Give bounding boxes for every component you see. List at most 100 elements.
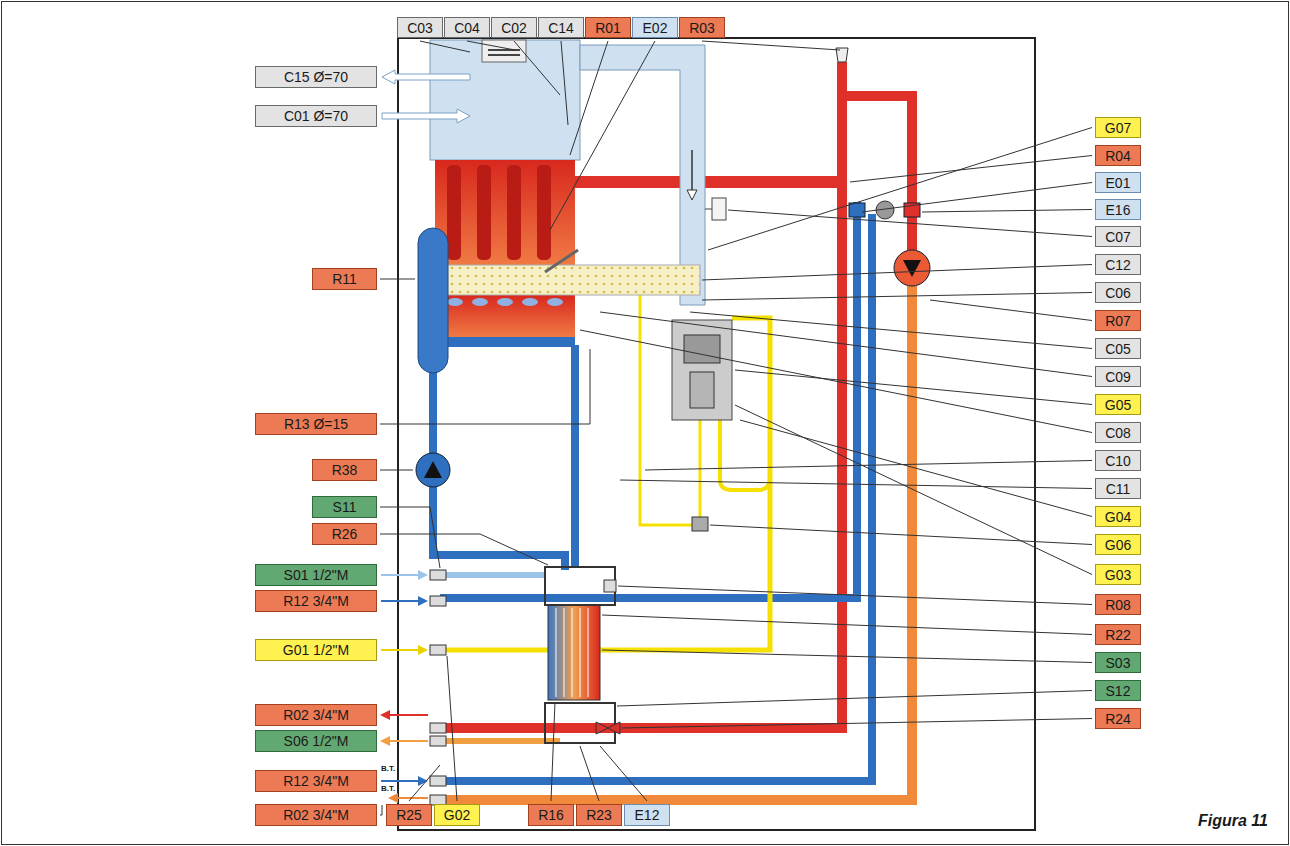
- flow-arrow: [382, 109, 470, 123]
- callout-number: E16: [1106, 203, 1131, 217]
- callout-label: G07: [1095, 117, 1141, 138]
- leader-line: [735, 405, 1092, 575]
- callout-label: R13 Ø=15: [255, 413, 377, 435]
- callout-label: R12 3/4"M: [255, 770, 377, 792]
- callout-number: R02 3/4"M: [283, 808, 349, 822]
- callout-label: R03: [679, 17, 725, 38]
- callout-number: R16: [538, 808, 564, 822]
- callout-number: C01 Ø=70: [284, 109, 348, 123]
- pump-symbol: [416, 453, 450, 487]
- callout-label: G04: [1095, 506, 1141, 527]
- coil: [547, 298, 563, 306]
- leader-line: [710, 525, 1092, 545]
- gas-pipe: [440, 318, 770, 650]
- exchanger-base: [435, 337, 575, 347]
- callout-label: R25: [386, 804, 432, 826]
- connection-note: B.T.: [381, 785, 395, 793]
- leader-line: [702, 293, 1092, 301]
- callout-number: G03: [1105, 568, 1131, 582]
- callout-label: R02 3/4"M: [255, 804, 377, 826]
- coil: [472, 298, 488, 306]
- fitting: [430, 570, 446, 580]
- callout-label: E02: [632, 17, 678, 38]
- flow-pipe: [575, 176, 845, 188]
- callout-number: S01 1/2"M: [284, 568, 349, 582]
- callout-label: C08: [1095, 422, 1141, 443]
- leader-line: [740, 420, 1092, 517]
- manifold: [545, 703, 615, 743]
- flow-arrow: [418, 596, 428, 606]
- callout-number: R11: [332, 272, 357, 286]
- callout-label: R08: [1095, 594, 1141, 615]
- flow-arrow: [382, 70, 470, 84]
- callout-number: G01 1/2"M: [283, 643, 349, 657]
- flow-arrow: [687, 190, 697, 200]
- return-pipe: [440, 214, 872, 781]
- callout-number: S06 1/2"M: [284, 734, 349, 748]
- callout-number: C08: [1105, 426, 1131, 440]
- diverter-valve: [596, 722, 608, 734]
- flow-arrow: [390, 714, 428, 716]
- callout-label: R12 3/4"M: [255, 590, 377, 612]
- callout-number: R02 3/4"M: [283, 708, 349, 722]
- flow-arrow: [398, 797, 428, 799]
- callout-label: R23: [576, 804, 622, 826]
- callout-number: C11: [1106, 482, 1131, 496]
- callout-number: R22: [1105, 628, 1131, 642]
- leader-line: [922, 210, 1092, 213]
- gas-cock: [692, 517, 708, 531]
- callout-label: G06: [1095, 534, 1141, 555]
- boiler-casing: [398, 38, 1035, 830]
- leader-line: [708, 128, 1092, 251]
- callout-number: E01: [1106, 176, 1131, 190]
- leader-line: [600, 746, 647, 801]
- leader-line: [570, 41, 608, 155]
- callout-number: G06: [1105, 538, 1131, 552]
- callout-label: R16: [528, 804, 574, 826]
- callout-number: C14: [548, 21, 574, 35]
- callout-label: S06 1/2"M: [255, 730, 377, 752]
- leader-line: [550, 41, 655, 230]
- leader-line: [380, 507, 440, 568]
- callout-label: C01 Ø=70: [255, 105, 377, 127]
- callout-number: R26: [332, 527, 358, 541]
- callout-label: G02: [434, 804, 480, 826]
- gas-pipe: [720, 420, 770, 490]
- leader-line: [467, 41, 515, 50]
- flow-arrow: [380, 736, 390, 746]
- leader-line: [702, 265, 1092, 281]
- callout-number: R25: [396, 808, 422, 822]
- callout-label: C03: [397, 17, 443, 38]
- callout-label: R01: [585, 17, 631, 38]
- callout-number: R04: [1105, 149, 1131, 163]
- flow-arrow: [381, 574, 418, 576]
- callout-label: C09: [1095, 366, 1141, 387]
- electrode: [545, 250, 578, 272]
- fitting: [430, 736, 446, 746]
- plate-exchanger: [556, 608, 588, 697]
- flow-pipe: [842, 96, 912, 250]
- flow-arrow: [691, 150, 693, 192]
- leader-line: [735, 370, 1092, 405]
- callout-label: S11: [312, 496, 377, 518]
- flow-arrow: [381, 780, 418, 782]
- fitting: [430, 596, 446, 606]
- callout-label: C07: [1095, 226, 1141, 247]
- coil: [522, 298, 538, 306]
- leader-line: [600, 312, 1092, 377]
- callout-number: G07: [1105, 121, 1131, 135]
- manifold: [545, 567, 615, 605]
- flow-arrow: [381, 649, 418, 651]
- callout-number: C06: [1105, 286, 1131, 300]
- fan-motor: [482, 40, 526, 62]
- connection-note: B.T.: [381, 765, 395, 773]
- callout-number: R23: [586, 808, 612, 822]
- leader-line: [514, 41, 560, 95]
- callout-number: G02: [444, 808, 470, 822]
- callout-label: R24: [1095, 708, 1141, 729]
- callout-label: C05: [1095, 338, 1141, 359]
- callout-label: G03: [1095, 564, 1141, 585]
- coil: [497, 298, 513, 306]
- callout-number: G05: [1105, 398, 1131, 412]
